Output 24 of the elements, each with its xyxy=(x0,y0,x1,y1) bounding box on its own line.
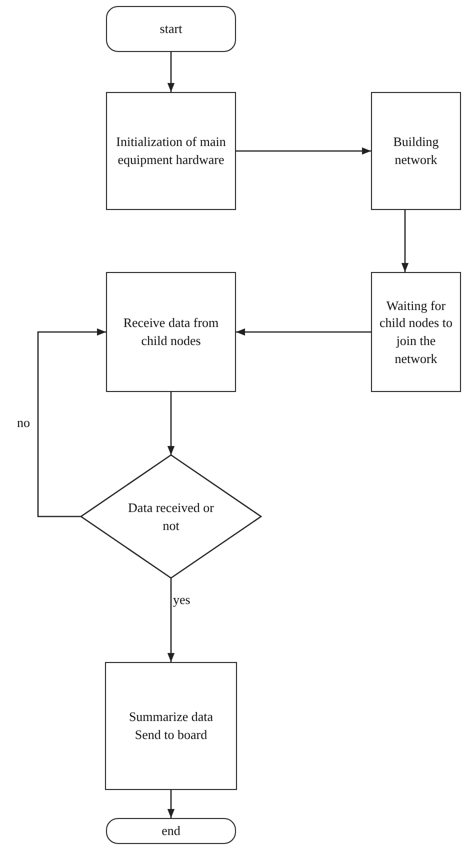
node-text: end xyxy=(162,822,180,840)
node-text: Send to board xyxy=(134,726,208,744)
arrow xyxy=(401,210,409,272)
node-text: Waiting for child nodes to join the network xyxy=(378,296,454,368)
arrow xyxy=(167,52,175,92)
arrow xyxy=(236,147,371,155)
node-text: Building network xyxy=(392,133,440,169)
arrow xyxy=(167,392,175,455)
node-text: Initialization of main equipment hardware xyxy=(116,133,226,169)
arrow xyxy=(236,328,371,336)
process-box xyxy=(105,662,237,790)
arrow xyxy=(167,790,175,818)
node-text: start xyxy=(160,20,182,38)
process-box xyxy=(371,92,461,210)
node-text: Summarize data xyxy=(128,708,214,726)
arrow xyxy=(37,328,106,518)
process-box xyxy=(106,272,236,392)
terminal-box xyxy=(106,6,236,52)
process-box xyxy=(371,272,461,392)
node-text: Receive data from child nodes xyxy=(122,314,220,350)
terminal-box xyxy=(106,818,236,844)
process-box xyxy=(106,92,236,210)
arrow xyxy=(167,578,175,662)
node-text: Data received or not xyxy=(127,498,215,534)
